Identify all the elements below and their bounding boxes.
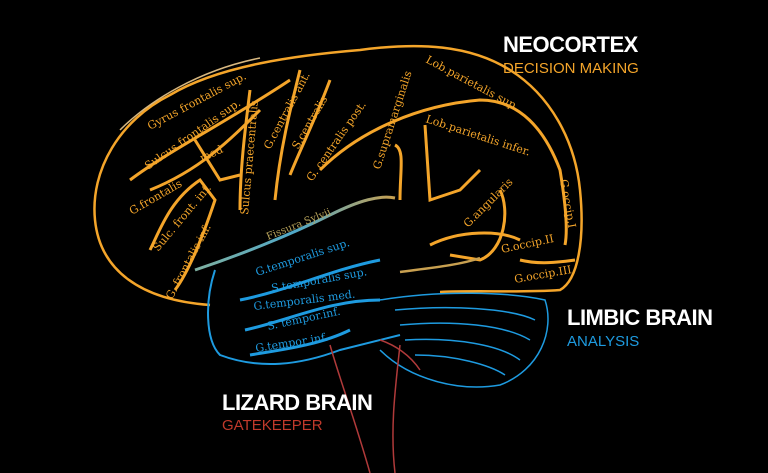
cortex-sulci (129, 69, 576, 291)
label-g-angularis: G.angularis (461, 175, 516, 230)
limbic-title: LIMBIC BRAIN (567, 305, 713, 330)
cerebellum (379, 292, 549, 388)
neocortex-title: NEOCORTEX (503, 32, 638, 57)
label-med: med (198, 143, 225, 165)
label-g-temporalis-med: G.temporalis med. (253, 288, 356, 313)
label-g-occip-3: G.occip.III (513, 263, 572, 286)
label-lob-parietalis-infer: Lob.parietalis infer. (424, 112, 532, 158)
limbic-subtitle: ANALYSIS (567, 333, 640, 350)
label-g-frontalis: G.frontalis (127, 177, 185, 218)
brainstem (329, 339, 421, 473)
temporal-lobe (207, 258, 401, 366)
occipital-sulcus (399, 256, 481, 274)
sylvian-fissure (194, 195, 396, 272)
neocortex-subtitle: DECISION MAKING (503, 60, 639, 77)
neocortex-outline (93, 44, 583, 307)
label-g-occip-1: G.occip.I (557, 178, 578, 229)
label-fissura-sylvii: Fissura Sylvii (265, 207, 333, 243)
cortex-upper-edge (119, 57, 261, 131)
lizard-subtitle: GATEKEEPER (222, 417, 323, 434)
lizard-title: LIZARD BRAIN (222, 390, 373, 415)
label-g-tempor-inf: G.tempor inf. (254, 331, 329, 355)
label-g-supramarginalis: G.supramarginalis (370, 69, 414, 171)
